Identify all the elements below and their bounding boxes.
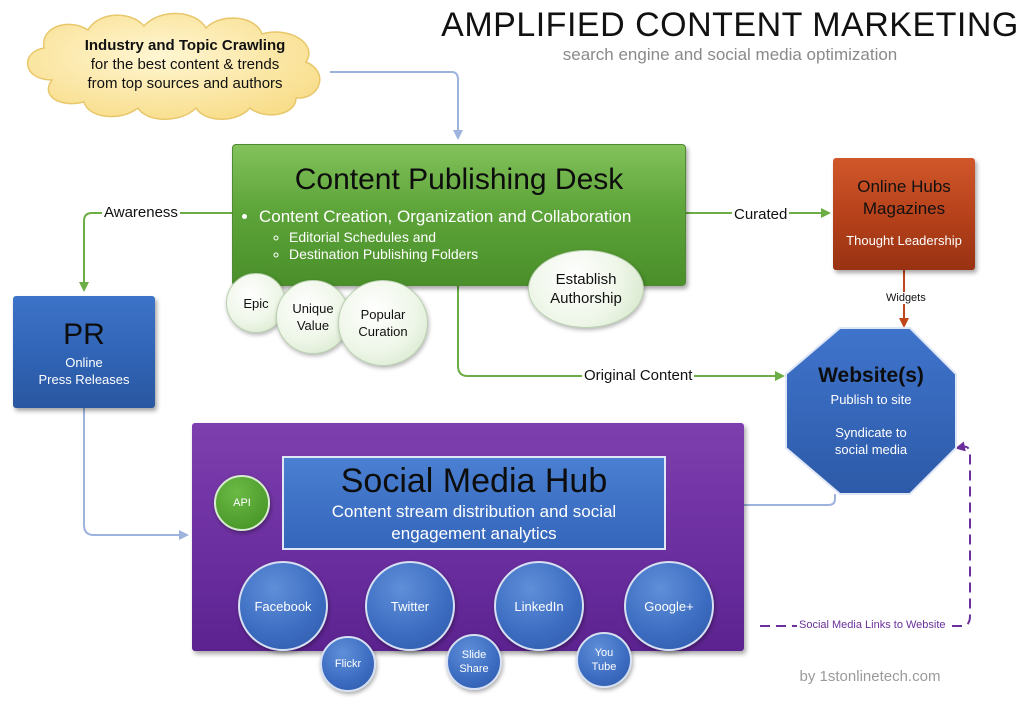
website-node: Website(s) Publish to site Syndicate to s… (786, 364, 956, 458)
page-subtitle: search engine and social media optimizat… (562, 45, 898, 64)
youtube-line2: Tube (591, 661, 617, 673)
cloud-line-1: Industry and Topic Crawling (84, 37, 286, 54)
bubble-unique-line2: Value (296, 318, 330, 333)
hubs-subtitle: Thought Leadership (846, 233, 962, 248)
widgets-label: Widgets (884, 292, 928, 304)
desk-subitem: Editorial Schedules and (289, 229, 679, 245)
bubble-popular-line1: Popular (360, 307, 406, 322)
network-googleplus: Google+ (624, 561, 714, 651)
desk-title: Content Publishing Desk (294, 163, 624, 196)
cloud-to-desk-arrow (330, 71, 463, 140)
api-circle: API (214, 475, 270, 531)
linkedin-label: LinkedIn (514, 598, 564, 614)
social-media-hub-header: Social Media Hub Content stream distribu… (282, 456, 666, 550)
cloud-line-2: for the best content & trends (90, 56, 280, 73)
original-content-label: Original Content (582, 367, 695, 384)
bubble-epic-label: Epic (243, 295, 269, 311)
flickr-label: Flickr (334, 658, 362, 670)
content-publishing-desk: Content Publishing Desk Content Creation… (232, 144, 686, 286)
twitter-label: Twitter (390, 598, 430, 614)
website-line1: Publish to site (830, 392, 912, 407)
hub-line1: Content stream distribution and social (331, 502, 617, 521)
pr-to-hub-arrow (83, 408, 189, 540)
awareness-label: Awareness (102, 204, 180, 221)
hubs-title-line1: Online Hubs (857, 177, 951, 196)
original-content-arrow (457, 284, 785, 381)
pr-title: PR (63, 318, 105, 351)
desk-subitem: Destination Publishing Folders (289, 246, 679, 262)
website-line3: social media (834, 442, 908, 457)
youtube-line1: You (594, 647, 614, 659)
awareness-arrow (79, 212, 232, 292)
website-line2: Syndicate to (835, 425, 907, 440)
googleplus-label: Google+ (644, 598, 694, 614)
desk-list: Content Creation, Organization and Colla… (239, 207, 679, 263)
bubble-authorship-line2: Authorship (550, 290, 622, 307)
social-links-arrow (760, 441, 971, 627)
api-label: API (233, 497, 251, 509)
crawling-cloud: Industry and Topic Crawling for the best… (40, 36, 330, 93)
network-facebook: Facebook (238, 561, 328, 651)
website-to-hub-arrow (670, 494, 836, 510)
bubble-unique-line1: Unique (292, 301, 334, 316)
network-linkedin: LinkedIn (494, 561, 584, 651)
bubble-popular-line2: Curation (358, 324, 408, 339)
page-title: AMPLIFIED CONTENT MARKETING (441, 6, 1019, 44)
social-links-label: Social Media Links to Website (797, 619, 948, 631)
cloud-shape (27, 12, 321, 120)
network-flickr: Flickr (320, 636, 376, 692)
network-twitter: Twitter (365, 561, 455, 651)
slideshare-line1: Slide (461, 649, 487, 661)
pr-line2: Press Releases (38, 372, 130, 387)
hub-title: Social Media Hub (340, 462, 608, 500)
facebook-label: Facebook (254, 598, 312, 614)
curated-label: Curated (732, 206, 790, 223)
bubble-authorship-line1: Establish (555, 271, 617, 288)
slideshare-line2: Share (459, 663, 489, 675)
website-octagon (785, 327, 957, 495)
desk-item: Content Creation, Organization and Colla… (259, 207, 632, 226)
cloud-line-3: from top sources and authors (87, 75, 283, 92)
hubs-title-line2: Magazines (862, 199, 946, 218)
pr-line1: Online (65, 355, 103, 370)
website-title: Website(s) (818, 364, 924, 387)
hub-line2: engagement analytics (391, 524, 557, 543)
credit: by 1stonlinetech.com (799, 668, 941, 685)
